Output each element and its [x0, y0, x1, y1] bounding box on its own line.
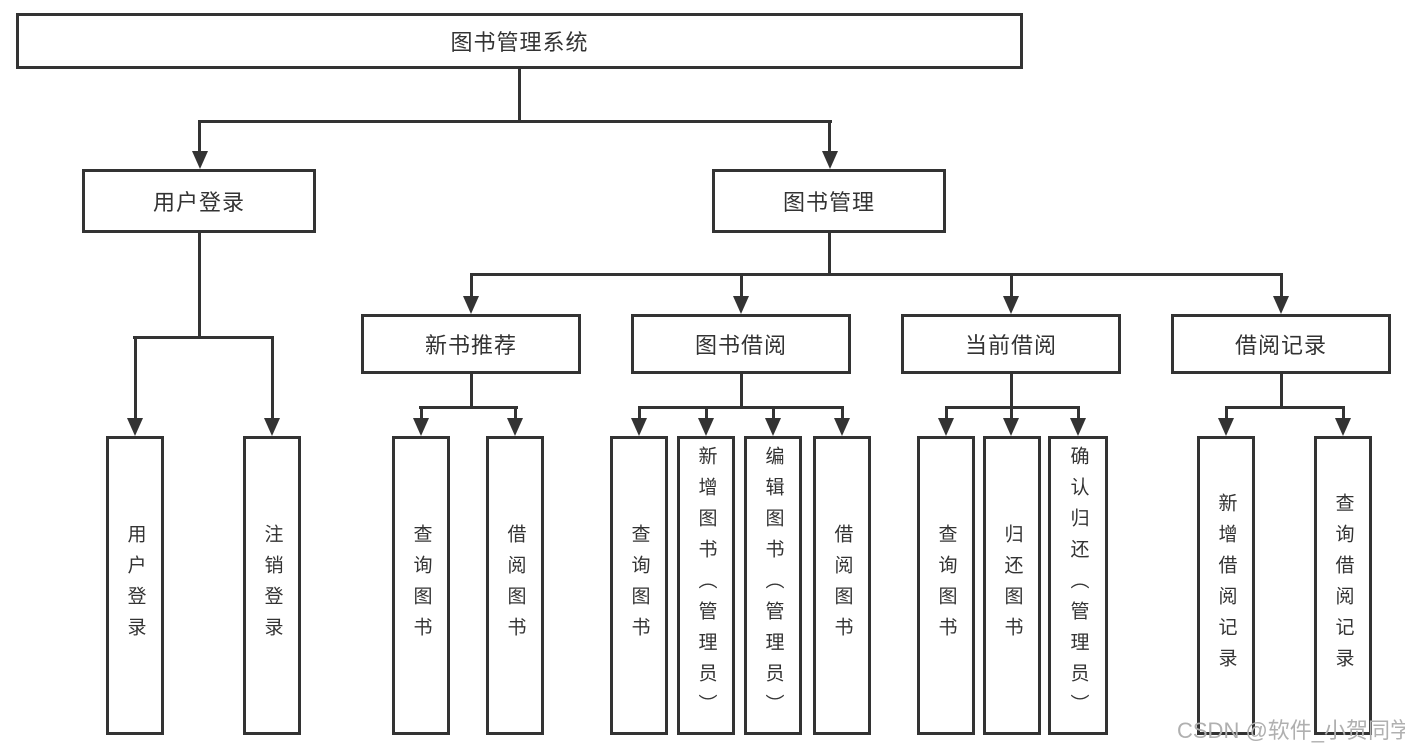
node-new-book-recommend-label: 新书推荐 — [424, 333, 517, 358]
connector-line — [133, 336, 274, 339]
node-current-borrow-label: 当前借阅 — [964, 333, 1057, 358]
watermark: CSDN @软件_小贺同学 — [1177, 718, 1405, 743]
connector-arrowhead — [1335, 418, 1351, 436]
leaf-query-book-recommend: 查询图书 — [392, 436, 450, 735]
connector-line — [1010, 374, 1013, 409]
connector-line — [1225, 406, 1228, 420]
connector-arrowhead — [264, 418, 280, 436]
leaf-borrow-book-recommend-label: 借阅图书 — [504, 523, 526, 648]
node-book-borrow: 图书借阅 — [631, 314, 851, 374]
node-book-management-label: 图书管理 — [782, 190, 875, 215]
connector-line — [1280, 273, 1283, 299]
connector-arrowhead — [834, 418, 850, 436]
leaf-edit-book-admin-label: 编辑图书（管理员） — [762, 446, 784, 725]
node-current-borrow: 当前借阅 — [901, 314, 1121, 374]
leaf-borrow-book-label: 借阅图书 — [831, 523, 853, 648]
node-borrow-records-label: 借阅记录 — [1234, 333, 1327, 358]
connector-line — [514, 406, 517, 420]
leaf-add-book-admin: 新增图书（管理员） — [677, 436, 735, 735]
connector-line — [1342, 406, 1345, 420]
node-new-book-recommend: 新书推荐 — [361, 314, 581, 374]
connector-arrowhead — [1003, 418, 1019, 436]
leaf-logout: 注销登录 — [243, 436, 301, 735]
leaf-query-borrow-record: 查询借阅记录 — [1314, 436, 1372, 735]
leaf-query-book-borrow-label: 查询图书 — [628, 523, 650, 648]
connector-arrowhead — [463, 296, 479, 314]
connector-arrowhead — [1003, 296, 1019, 314]
connector-line — [1280, 374, 1283, 409]
connector-line — [470, 374, 473, 409]
connector-arrowhead — [127, 418, 143, 436]
leaf-borrow-book-recommend: 借阅图书 — [486, 436, 544, 735]
connector-arrowhead — [192, 151, 208, 169]
connector-line — [1010, 406, 1013, 420]
connector-arrowhead — [822, 151, 838, 169]
node-root-system: 图书管理系统 — [16, 13, 1023, 69]
node-user-login-label: 用户登录 — [152, 190, 245, 215]
connector-line — [828, 120, 831, 153]
connector-line — [1010, 273, 1013, 299]
connector-line — [419, 406, 518, 409]
connector-arrowhead — [733, 296, 749, 314]
leaf-query-book-current: 查询图书 — [917, 436, 975, 735]
leaf-add-borrow-record-label: 新增借阅记录 — [1215, 492, 1237, 679]
node-book-borrow-label: 图书借阅 — [694, 333, 787, 358]
node-root-label: 图书管理系统 — [450, 30, 589, 55]
node-user-login: 用户登录 — [82, 169, 316, 233]
connector-arrowhead — [1218, 418, 1234, 436]
connector-arrowhead — [765, 418, 781, 436]
connector-line — [470, 273, 473, 299]
leaf-return-book: 归还图书 — [983, 436, 1041, 735]
leaf-borrow-book: 借阅图书 — [813, 436, 871, 735]
connector-line — [134, 336, 137, 420]
leaf-logout-label: 注销登录 — [261, 523, 283, 648]
connector-line — [198, 120, 201, 153]
connector-line — [1077, 406, 1080, 420]
node-borrow-records: 借阅记录 — [1171, 314, 1391, 374]
node-book-management: 图书管理 — [712, 169, 946, 233]
connector-line — [638, 406, 844, 409]
connector-arrowhead — [1070, 418, 1086, 436]
leaf-query-borrow-record-label: 查询借阅记录 — [1332, 492, 1354, 679]
leaf-user-login: 用户登录 — [106, 436, 164, 735]
connector-arrowhead — [938, 418, 954, 436]
connector-line — [841, 406, 844, 420]
leaf-confirm-return-admin-label: 确认归还（管理员） — [1067, 446, 1089, 725]
connector-line — [198, 120, 832, 123]
leaf-query-book-recommend-label: 查询图书 — [410, 523, 432, 648]
leaf-user-login-label: 用户登录 — [124, 523, 146, 648]
leaf-confirm-return-admin: 确认归还（管理员） — [1048, 436, 1108, 735]
connector-line — [828, 233, 831, 276]
leaf-query-book-current-label: 查询图书 — [935, 523, 957, 648]
connector-line — [740, 273, 743, 299]
connector-arrowhead — [507, 418, 523, 436]
connector-arrowhead — [631, 418, 647, 436]
connector-line — [420, 406, 423, 420]
connector-line — [518, 69, 521, 123]
connector-arrowhead — [698, 418, 714, 436]
connector-line — [945, 406, 948, 420]
leaf-add-borrow-record: 新增借阅记录 — [1197, 436, 1255, 735]
leaf-add-book-admin-label: 新增图书（管理员） — [695, 446, 717, 725]
connector-line — [1225, 406, 1345, 409]
connector-line — [638, 406, 641, 420]
connector-line — [271, 336, 274, 420]
connector-arrowhead — [413, 418, 429, 436]
leaf-query-book-borrow: 查询图书 — [610, 436, 668, 735]
leaf-edit-book-admin: 编辑图书（管理员） — [744, 436, 802, 735]
connector-line — [772, 406, 775, 420]
connector-line — [705, 406, 708, 420]
connector-line — [470, 273, 1283, 276]
connector-line — [740, 374, 743, 409]
connector-line — [198, 233, 201, 339]
connector-arrowhead — [1273, 296, 1289, 314]
leaf-return-book-label: 归还图书 — [1001, 523, 1023, 648]
